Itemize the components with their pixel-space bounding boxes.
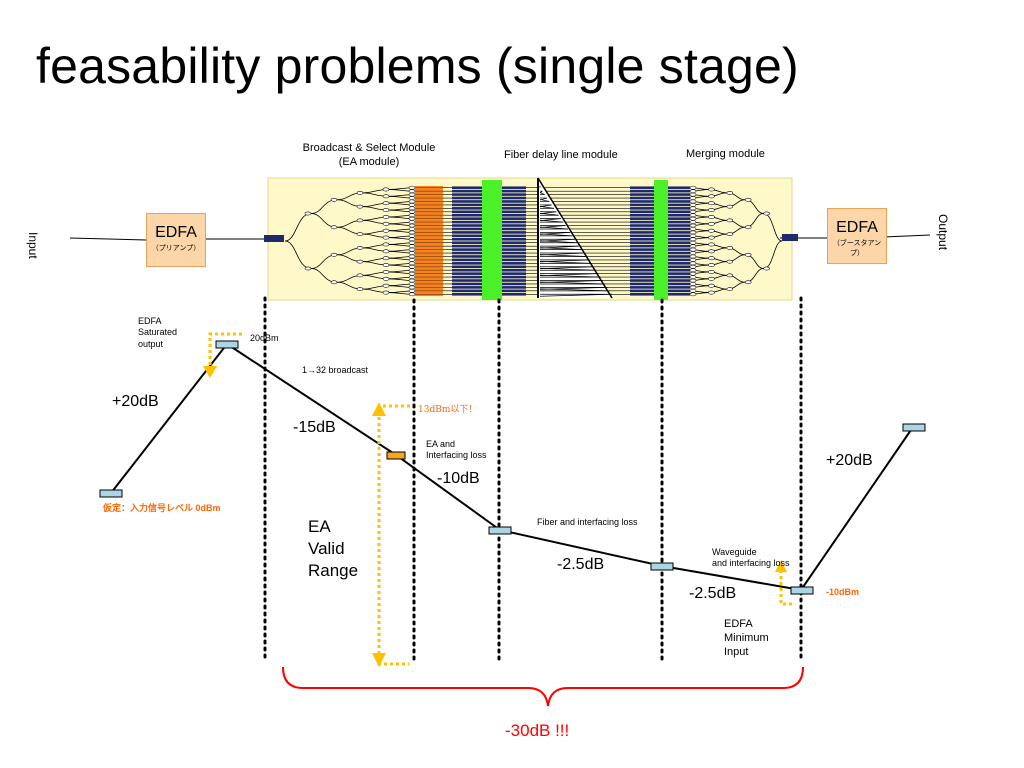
marker-min-input [790,586,814,595]
marker-fiber [488,526,512,535]
output-label: Output [936,214,950,251]
fiber-loss-label: Fiber and interfacing loss [537,517,638,527]
ea-range-arrow-up [372,402,386,416]
marker-waveguide [650,562,674,571]
marker-ea [386,451,406,460]
input-connector [264,235,284,242]
ea-range-arrow-down [372,653,386,667]
page-title: feasability problems (single stage) [36,38,799,94]
input-assumption-label: 仮定：入力信号レベル 0dBm [103,503,221,513]
power-level-line [110,342,914,592]
level-20dbm-label: 20dBm [250,333,279,343]
broadcast-label: 1→32 broadcast [302,365,369,375]
merging-tree [689,185,783,297]
pre-gain-value: +20dB [112,393,159,410]
connector-blocks [452,186,690,296]
broadcast-module-title: Broadcast & Select Module(EA module) [302,142,436,168]
merge-loss-b-value: -2.5dB [689,585,737,602]
min-input-arrow [775,560,787,572]
green-block-left [482,180,502,300]
ea-limit-label: 13dBm以下！ [418,405,478,415]
total-brace [282,666,804,707]
fiber-delay-module-title: Fiber delay line module [504,149,618,161]
marker-input [99,489,123,498]
merge-loss-a-value: -2.5dB [557,556,605,573]
stage-dividers [263,296,803,664]
ea-array-lines [415,187,443,295]
green-block-right [654,180,668,300]
output-connector [782,234,798,241]
edfa-preamp: EDFA （プリアンプ） [146,213,206,267]
edfa-preamp-sub: （プリアンプ） [151,245,201,252]
edfa-preamp-label: EDFA [155,224,197,241]
input-line [69,237,147,241]
output-line [883,234,931,238]
ea-array-block [415,186,443,296]
marker-output [902,423,926,432]
splitter-tree [284,185,416,297]
minus10dbm-label: -10dBm [826,587,860,597]
boost-gain-value: +20dB [826,452,873,469]
marker-saturated [215,340,239,349]
ea-loss-value: -15dB [293,419,336,436]
min-input-marker [779,570,793,606]
edfa-booster-sub: （ブースタアンプ） [832,240,882,257]
edfa-booster-label: EDFA [836,219,878,236]
delay-line-triangle [537,177,613,299]
saturation-arrow [203,366,217,378]
merging-module-title: Merging module [686,148,765,160]
edfa-booster: EDFA （ブースタアンプ） [827,208,887,264]
total-loss-label: -30dB !!! [505,721,570,740]
saturation-marker [208,332,242,372]
fiber-loss-value: -10dB [437,470,480,487]
ea-range-marker [377,404,410,666]
input-label: Input [26,232,40,259]
